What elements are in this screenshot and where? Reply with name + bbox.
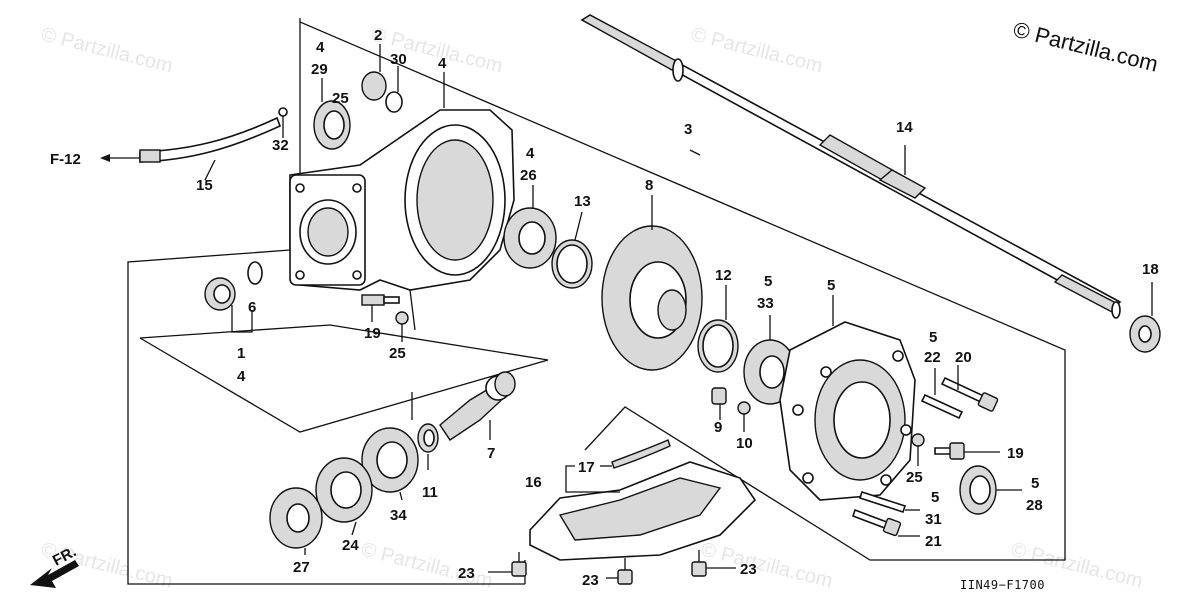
watermark-3: © Partzilla.com (689, 24, 825, 78)
dowel-pin-9 (711, 387, 751, 432)
bolt-20 (940, 365, 999, 412)
callout-6: 6 (248, 299, 256, 316)
bolt-19-left (361, 289, 416, 342)
callout-17: 17 (578, 459, 595, 476)
callout-12: 12 (715, 267, 732, 284)
callout-14: 14 (896, 119, 913, 136)
bolt-19-right (911, 433, 1000, 466)
gear-case-cover (779, 321, 916, 501)
callout-30: 30 (390, 51, 407, 68)
callout-18: 18 (1142, 261, 1159, 278)
callout-22: 22 (924, 349, 941, 366)
callout-20: 20 (955, 349, 972, 366)
callout-4-seal: 4 (316, 39, 325, 56)
shim-13 (551, 239, 593, 289)
watermark-1: © Partzilla.com (39, 24, 175, 78)
bolt-23-a (488, 552, 527, 577)
needle-bearing-1 (204, 261, 263, 333)
callout-32: 32 (272, 137, 289, 154)
diagram-code: IIN49−F1700 (960, 578, 1045, 592)
lock-nut-27 (269, 487, 323, 549)
callout-19-right: 19 (1007, 445, 1024, 462)
callout-33: 33 (757, 295, 774, 312)
leader-lines (204, 44, 906, 555)
bolt-23-b (606, 558, 633, 585)
callout-10: 10 (736, 435, 753, 452)
callout-25-right: 25 (906, 469, 923, 486)
callout-5-seal: 5 (1031, 475, 1039, 492)
copyright-text: © Partzilla.com (1011, 17, 1161, 77)
watermark-6: © Partzilla.com (699, 539, 835, 593)
bearing-26 (503, 207, 557, 269)
callout-9: 9 (714, 419, 722, 436)
callout-21: 21 (925, 533, 942, 550)
oil-seal-28 (959, 465, 1022, 515)
shim-12 (697, 319, 739, 373)
callout-23-left: 23 (458, 565, 475, 582)
callout-5-stud: 5 (929, 329, 937, 346)
callout-4-bearing: 4 (526, 145, 535, 162)
callout-5-bolt: 5 (931, 489, 939, 506)
callout-26: 26 (520, 167, 537, 184)
callout-7: 7 (487, 445, 495, 462)
callout-23-mid: 23 (582, 572, 599, 589)
callout-2: 2 (374, 27, 382, 44)
bolt-21 (851, 508, 920, 537)
callout-24: 24 (342, 537, 359, 554)
callout-23-right: 23 (740, 561, 757, 578)
callout-5-cover: 5 (827, 277, 835, 294)
callout-11: 11 (422, 484, 438, 501)
callout-8: 8 (645, 177, 653, 194)
ref-arrow-f12: F-12 (50, 151, 140, 168)
ref-label: F-12 (50, 151, 81, 168)
oil-seal-29 (313, 100, 351, 150)
skid-plate-16 (529, 439, 757, 561)
callout-4-needle: 4 (237, 368, 246, 385)
callout-5-bearing: 5 (764, 273, 772, 290)
callout-4-case: 4 (438, 55, 447, 72)
callout-25-left: 25 (389, 345, 406, 362)
bolt-23-c (691, 550, 736, 577)
breather-tube-15 (139, 107, 288, 163)
callout-3: 3 (684, 121, 692, 138)
callout-1: 1 (237, 345, 245, 362)
ring-gear-8 (601, 225, 703, 371)
callout-labels: 2 30 4 29 4 25 32 15 3 14 18 4 26 13 8 1… (196, 27, 1159, 589)
bearing-24 (315, 457, 373, 523)
final-gear-case (289, 109, 515, 291)
stud-bolt-22 (920, 368, 964, 420)
bearing-34 (361, 427, 419, 493)
axle-shaft (580, 14, 1122, 319)
callout-27: 27 (293, 559, 310, 576)
callout-13: 13 (574, 193, 591, 210)
cap-2 (361, 71, 403, 113)
spacer-ring-11 (417, 423, 439, 453)
callout-15: 15 (196, 177, 213, 194)
callout-16: 16 (525, 474, 542, 491)
washer-18 (1129, 282, 1161, 353)
stud-bolt-31 (858, 490, 920, 514)
pinion-gear-7 (439, 371, 516, 441)
callout-19-left: 19 (364, 325, 381, 342)
callout-28: 28 (1026, 497, 1043, 514)
callout-31: 31 (925, 511, 942, 528)
callout-34: 34 (390, 507, 407, 524)
callout-25-top: 25 (332, 90, 349, 107)
callout-29: 29 (311, 61, 328, 78)
